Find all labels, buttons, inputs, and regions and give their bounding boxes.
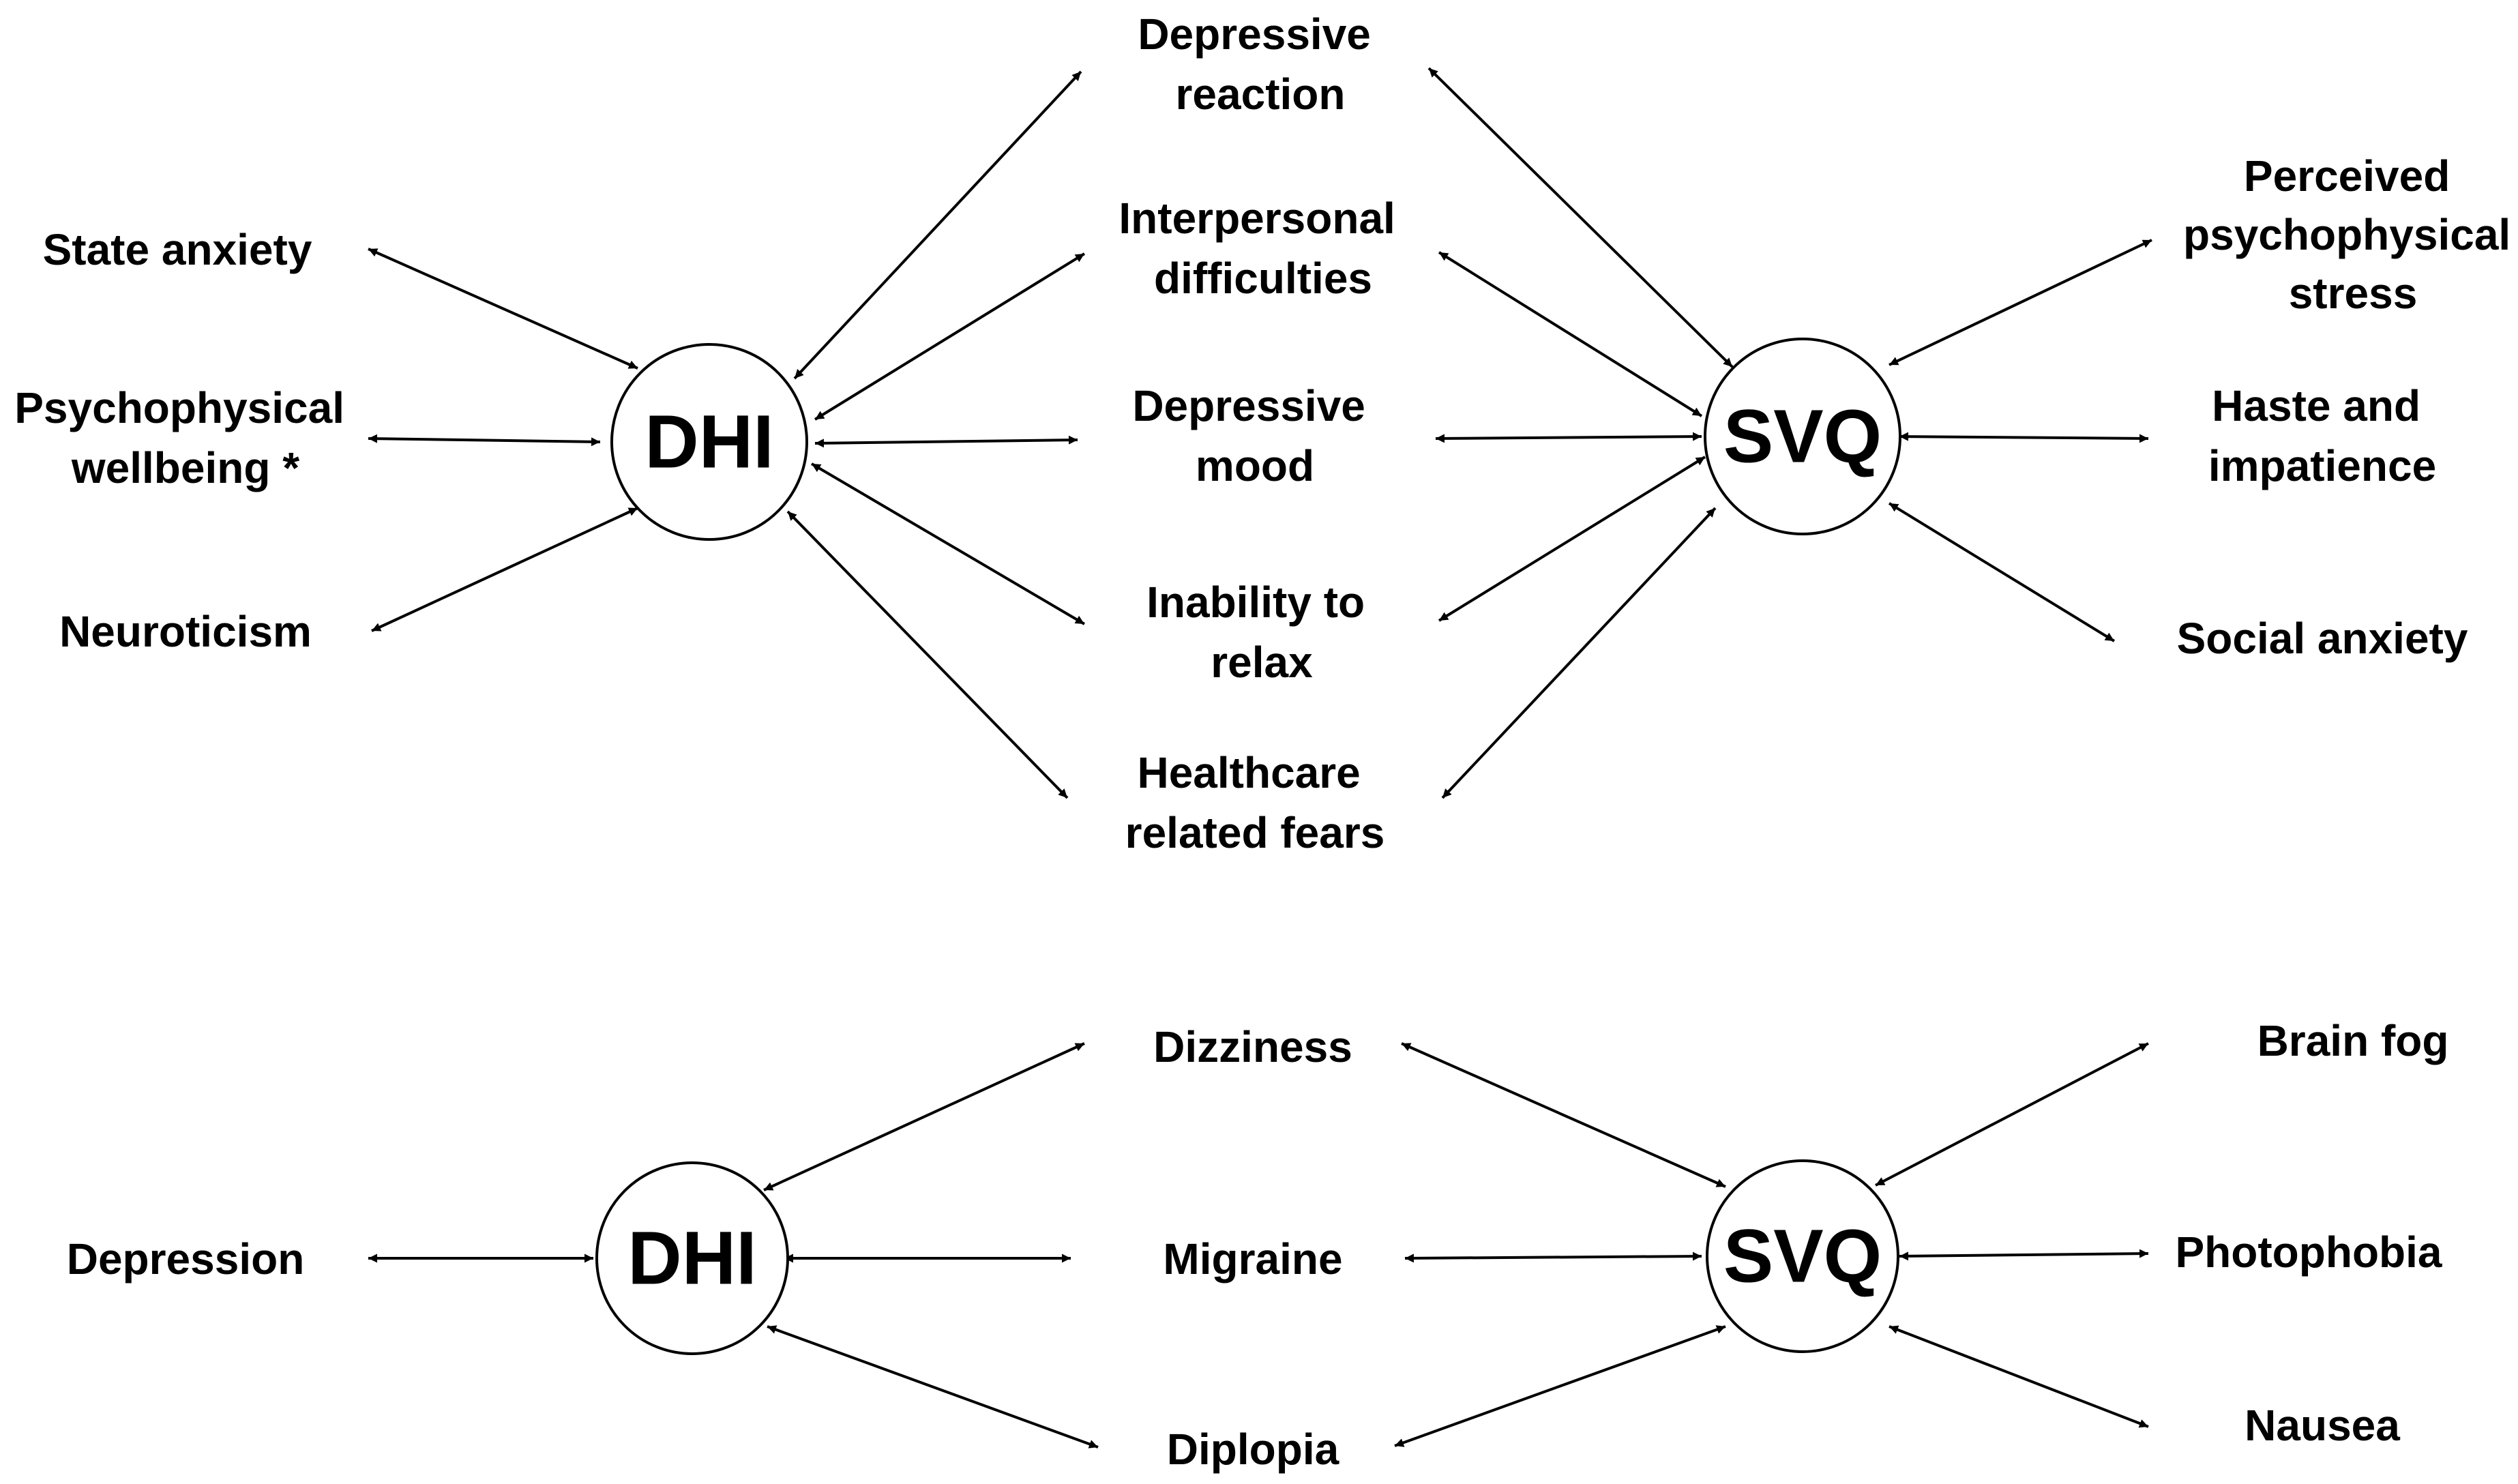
- bottom-labels: Depression Dizziness Migraine Diplopia B…: [67, 1016, 2449, 1474]
- label-brain-fog: Brain fog: [2257, 1016, 2449, 1065]
- edge-psychophysical-wellbeing-dhi: [368, 434, 601, 447]
- edge-dhi-diplopia: [767, 1325, 1099, 1449]
- edge-svq-social-anxiety: [1888, 502, 2116, 642]
- label-depressive-mood: Depressive mood: [1132, 381, 1377, 490]
- edge-dhi-depressive-reaction: [793, 70, 1082, 380]
- top-edges: [368, 67, 2152, 799]
- label-dizziness: Dizziness: [1153, 1022, 1352, 1071]
- edge-dhi-depressive-mood: [814, 435, 1078, 448]
- edge-neuroticism-dhi: [371, 507, 638, 632]
- edge-svq-perceived-stress: [1888, 239, 2152, 366]
- label-diplopia: Diplopia: [1167, 1425, 1339, 1474]
- edge-depressive-mood-svq: [1435, 432, 1702, 443]
- edge-dhi-interpersonal-difficulties: [814, 252, 1086, 421]
- bottom-edges: [368, 1042, 2149, 1449]
- edge-dhi-dizziness: [763, 1042, 1085, 1191]
- edge-dhi-healthcare-fears: [786, 510, 1069, 799]
- edge-dizziness-svq: [1401, 1042, 1726, 1188]
- svq-label-bottom: SVQ: [1723, 1215, 1882, 1298]
- edge-interpersonal-difficulties-svq: [1438, 251, 1703, 417]
- label-neuroticism: Neuroticism: [59, 607, 312, 656]
- dhi-node-bottom: DHI: [595, 1161, 789, 1355]
- label-social-anxiety: Social anxiety: [2177, 614, 2468, 663]
- edge-svq-photophobia: [1899, 1249, 2149, 1261]
- label-perceived-psychophysical-stress: Perceived psychophysical stress: [2183, 151, 2518, 318]
- label-state-anxiety: State anxiety: [43, 225, 312, 274]
- label-nausea: Nausea: [2245, 1401, 2400, 1450]
- edge-migraine-svq: [1404, 1251, 1702, 1263]
- edge-diplopia-svq: [1394, 1325, 1726, 1447]
- label-inability-to-relax: Inability to relax: [1146, 578, 1377, 687]
- dhi-label-top: DHI: [645, 400, 773, 484]
- svq-node-top: SVQ: [1704, 338, 1901, 535]
- label-photophobia: Photophobia: [2175, 1228, 2442, 1277]
- label-healthcare-related-fears: Healthcare related fears: [1125, 748, 1385, 857]
- svq-node-bottom: SVQ: [1706, 1159, 1899, 1353]
- dhi-node-top: DHI: [610, 343, 808, 541]
- label-psychophysical-wellbeing: Psychophysical wellbeing *: [14, 383, 357, 492]
- edge-svq-brain-fog: [1875, 1042, 2149, 1187]
- edge-dhi-inability-to-relax: [810, 462, 1086, 625]
- dhi-label-bottom: DHI: [627, 1217, 756, 1301]
- edge-depressive-reaction-svq: [1427, 67, 1734, 368]
- label-migraine: Migraine: [1163, 1234, 1342, 1283]
- edge-state-anxiety-dhi: [368, 248, 638, 370]
- label-depression: Depression: [67, 1234, 305, 1283]
- label-interpersonal-difficulties: Interpersonal difficulties: [1119, 194, 1407, 303]
- label-depressive-reaction: Depressive reaction: [1138, 10, 1382, 119]
- edge-inability-to-relax-svq: [1438, 456, 1706, 622]
- svq-label-top: SVQ: [1723, 395, 1882, 479]
- label-haste-and-impatience: Haste and impatience: [2208, 381, 2436, 490]
- edge-healthcare-fears-svq: [1441, 507, 1717, 799]
- edge-svq-haste-impatience: [1899, 432, 2149, 443]
- top-labels: State anxiety Psychophysical wellbeing *…: [14, 10, 2518, 857]
- edge-svq-nausea: [1888, 1325, 2149, 1428]
